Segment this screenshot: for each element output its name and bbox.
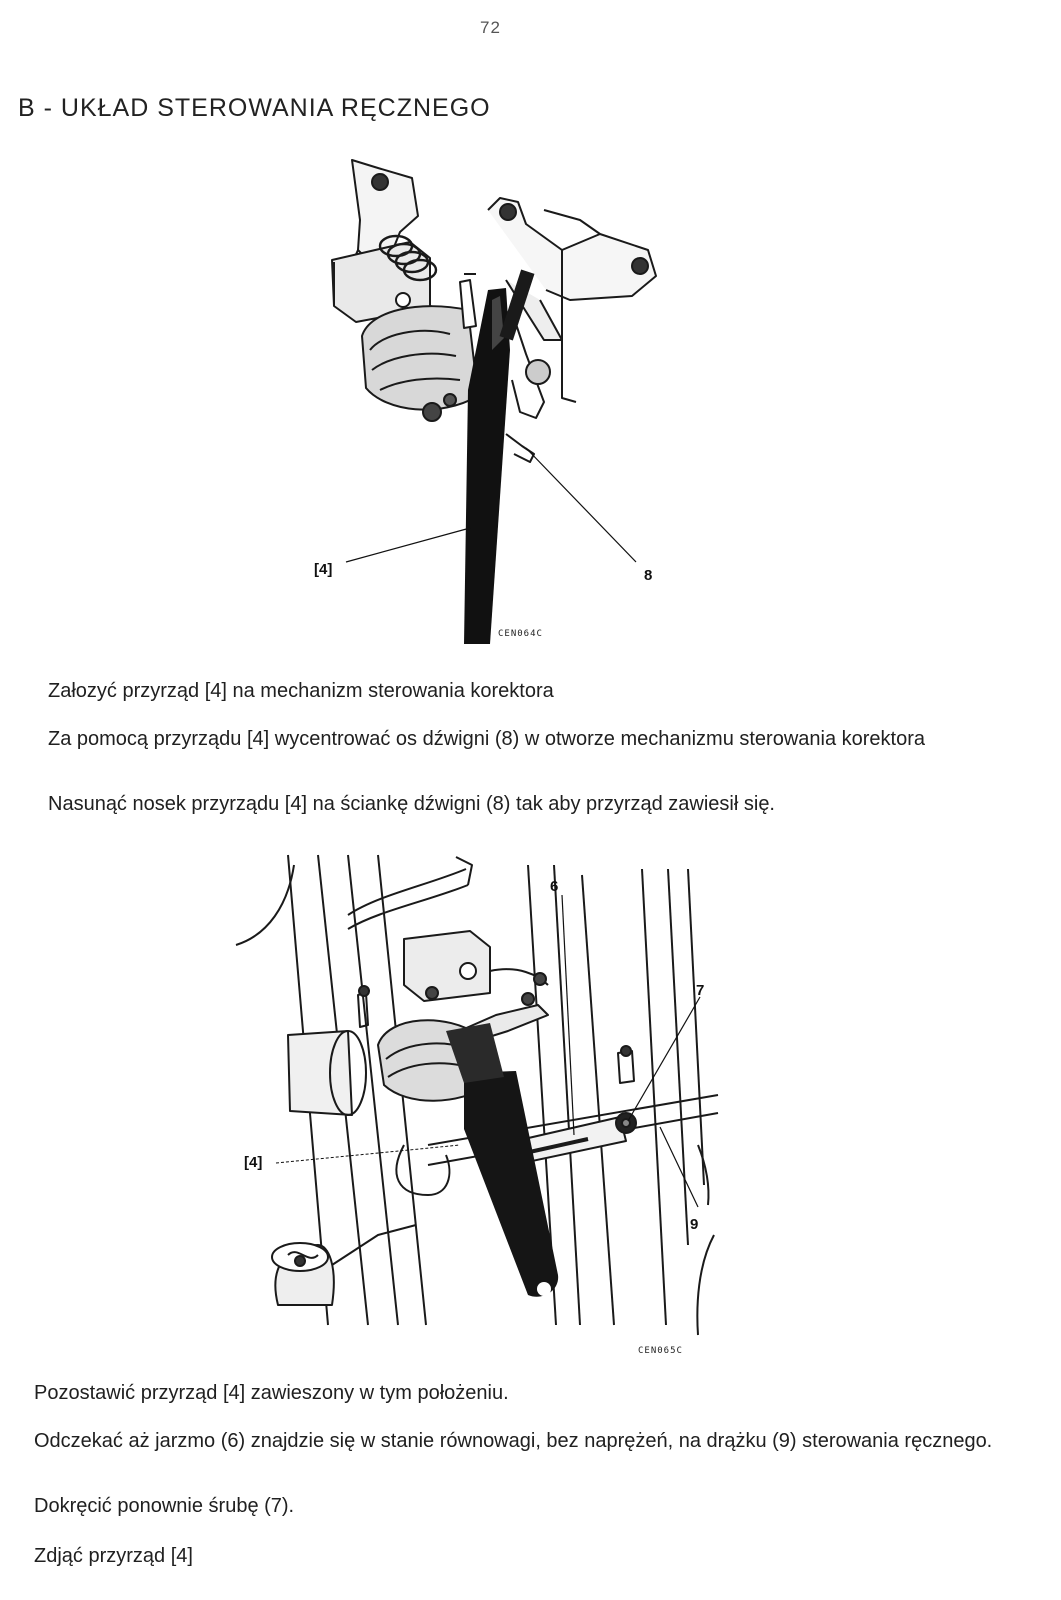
paragraph-retighten-screw: Dokręcić ponownie śrubę (7). <box>34 1495 295 1517</box>
figure-corrector-mechanism: [4] 8 CEN064C <box>300 150 700 650</box>
callout-tool-4: [4] <box>244 1154 262 1171</box>
figure-2-illustration: [4] 6 7 9 CEN065C <box>235 854 719 1356</box>
figure-2-code: CEN065C <box>638 1346 683 1356</box>
paragraph-slide-tool-nose: Nasunąć nosek przyrządu [4] na ściankę d… <box>48 793 775 815</box>
paragraph-remove-tool: Zdjąć przyrząd [4] <box>34 1545 193 1567</box>
paragraph-center-lever-axis: Za pomocą przyrządu [4] wycentrować os d… <box>48 728 926 750</box>
paragraph-wait-yoke-balance: Odczekać aż jarzmo (6) znajdzie się w st… <box>34 1430 993 1452</box>
callout-yoke-6: 6 <box>550 878 558 895</box>
paragraph-install-tool: Załozyć przyrząd [4] na mechanizm sterow… <box>48 680 554 702</box>
paragraph-leave-tool: Pozostawić przyrząd [4] zawieszony w tym… <box>34 1382 509 1404</box>
callout-lever-8: 8 <box>644 567 652 584</box>
callout-rod-9: 9 <box>690 1216 698 1233</box>
figure-1-code: CEN064C <box>498 629 543 639</box>
section-title: B - UKŁAD STEROWANIA RĘCZNEGO <box>18 94 491 122</box>
page-number: 72 <box>480 18 501 37</box>
figure-1-illustration: [4] 8 CEN064C <box>314 159 657 644</box>
callout-tool-4: [4] <box>314 561 332 578</box>
callout-screw-7: 7 <box>696 982 704 999</box>
figure-manual-control-linkage: [4] 6 7 9 CEN065C <box>228 845 728 1365</box>
